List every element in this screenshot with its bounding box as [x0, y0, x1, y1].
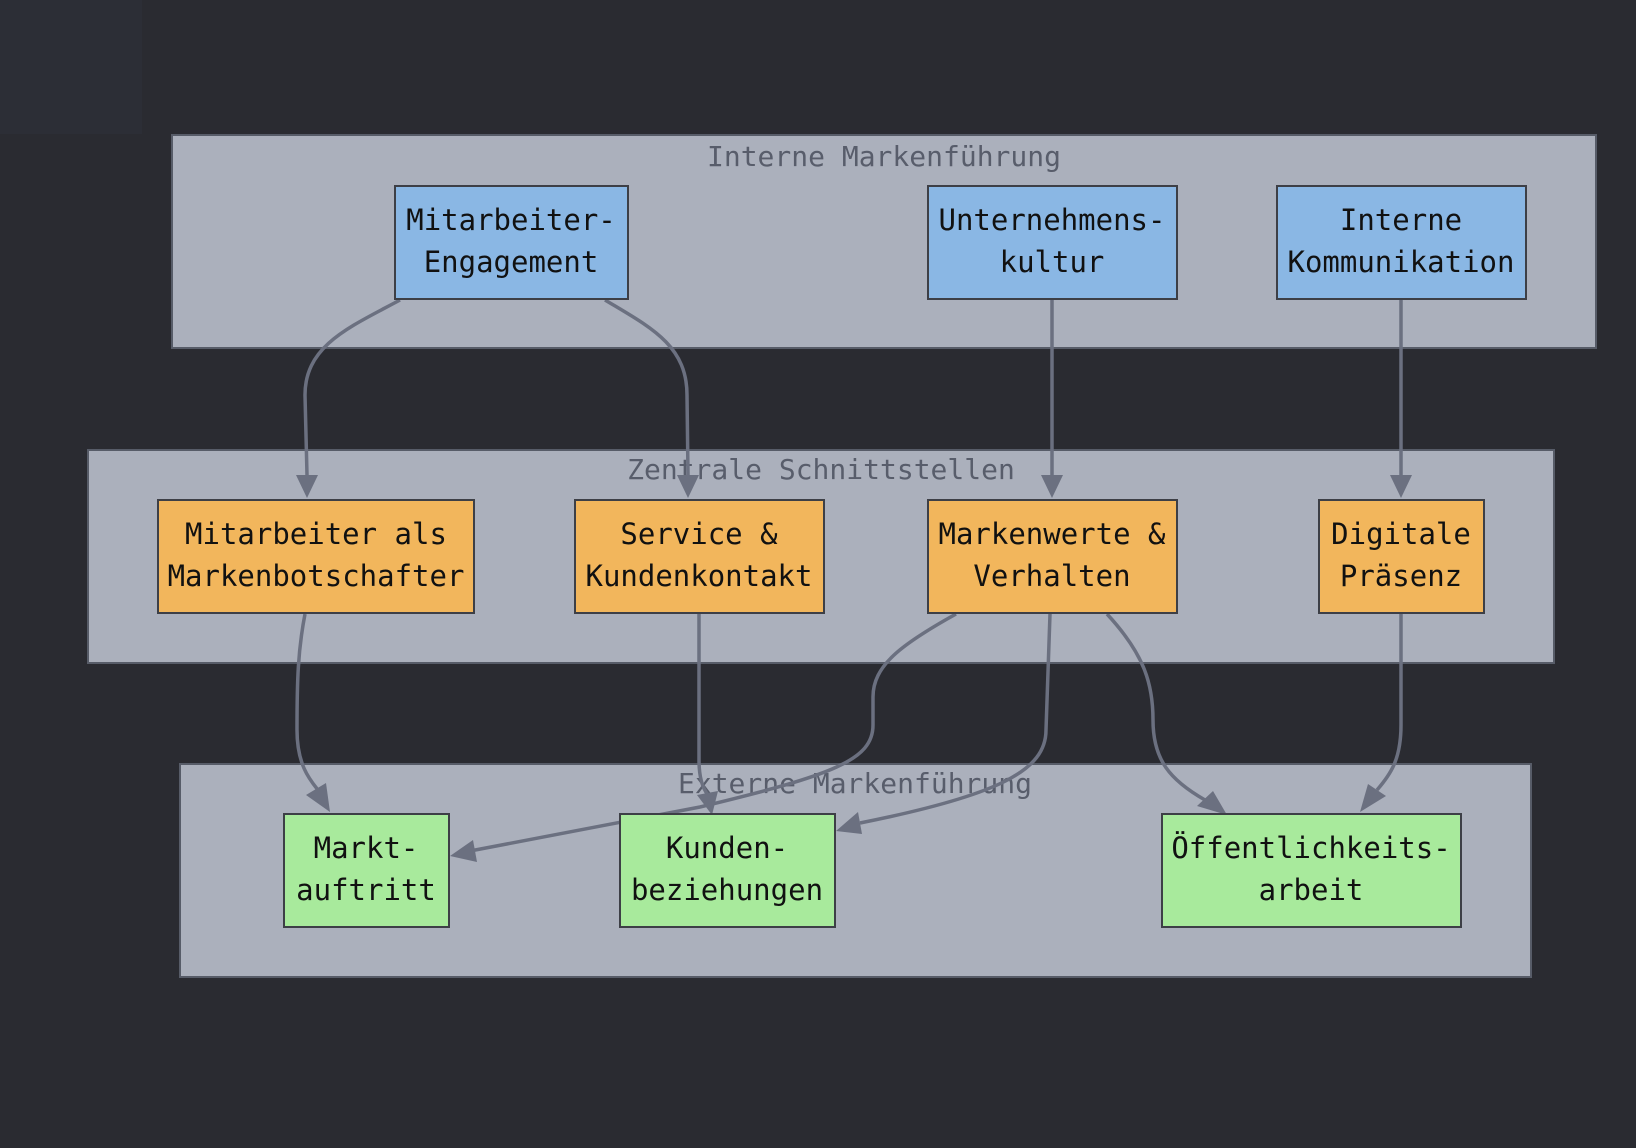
arrowhead-icon	[1197, 791, 1227, 815]
node-box	[157, 499, 475, 614]
node-box	[1318, 499, 1485, 614]
node-box	[619, 813, 836, 928]
edge-line	[1105, 612, 1206, 802]
node-label-line-1: Öffentlichkeits-	[1171, 831, 1450, 865]
node-label-line-1: Markenwerte &	[939, 517, 1167, 551]
node-label-line-2: auftritt	[296, 873, 436, 907]
node-public-relations: Öffentlichkeits- arbeit	[1161, 813, 1462, 928]
arrowhead-icon	[1390, 475, 1412, 498]
group-internal-title: Interne Markenführung	[707, 140, 1061, 173]
edge-engagement-to-ambassadors	[296, 298, 401, 498]
node-box	[394, 185, 629, 300]
edge-line	[1375, 614, 1403, 792]
node-box	[574, 499, 825, 614]
node-label-line-2: Kundenkontakt	[586, 559, 813, 593]
edge-digital-to-pr	[1360, 614, 1403, 812]
node-box	[927, 499, 1178, 614]
edge-ambassadors-to-market	[295, 613, 330, 812]
arrowhead-icon	[296, 475, 318, 498]
node-service-customer-contact: Service & Kundenkontakt	[574, 499, 825, 614]
arrowhead-icon	[677, 475, 699, 498]
node-corporate-culture: Unternehmens- kultur	[927, 185, 1178, 300]
edge-values-to-customer	[836, 613, 1052, 834]
node-digital-presence: Digitale Präsenz	[1318, 499, 1485, 614]
arrowhead-icon	[697, 791, 718, 815]
node-label-line-2: arbeit	[1259, 873, 1364, 907]
node-label-line-2: Kommunikation	[1288, 245, 1515, 279]
node-label-line-1: Mitarbeiter als	[185, 517, 447, 551]
edge-internal-comm-to-digital	[1390, 300, 1412, 498]
node-brand-ambassadors: Mitarbeiter als Markenbotschafter	[157, 499, 475, 614]
node-label-line-2: Verhalten	[973, 559, 1130, 593]
node-internal-communication: Interne Kommunikation	[1276, 185, 1527, 300]
node-box	[1276, 185, 1527, 300]
edge-line	[469, 612, 957, 853]
node-box	[1161, 813, 1462, 928]
node-label-line-2: Engagement	[424, 245, 599, 279]
corner-shade	[0, 0, 142, 134]
arrowhead-icon	[1041, 475, 1063, 498]
node-market-appearance: Markt- auftritt	[283, 813, 450, 928]
node-label-line-1: Mitarbeiter-	[406, 203, 616, 237]
arrowhead-icon	[1360, 784, 1386, 812]
edge-engagement-to-service	[604, 298, 699, 498]
node-label-line-2: kultur	[1000, 245, 1105, 279]
node-box	[283, 813, 450, 928]
edge-service-to-customer	[697, 614, 718, 815]
node-label-line-1: Markt-	[314, 831, 419, 865]
node-label-line-2: beziehungen	[631, 873, 823, 907]
edge-culture-to-values	[1041, 300, 1063, 498]
node-brand-values-behavior: Markenwerte & Verhalten	[927, 499, 1178, 614]
edge-line	[303, 298, 401, 476]
node-label-line-2: Markenbotschafter	[168, 559, 465, 593]
edge-line	[604, 298, 690, 476]
edge-values-to-pr	[1105, 612, 1227, 815]
edge-layer	[295, 298, 1412, 862]
node-employee-engagement: Mitarbeiter- Engagement	[394, 185, 629, 300]
arrowhead-icon	[450, 840, 477, 862]
arrowhead-icon	[836, 812, 862, 834]
node-label-line-2: Präsenz	[1340, 559, 1462, 593]
edge-line	[295, 613, 320, 792]
edge-line	[859, 613, 1052, 825]
node-label-line-1: Service &	[620, 517, 778, 551]
node-label-line-1: Digitale	[1331, 517, 1471, 551]
arrowhead-icon	[306, 783, 330, 812]
node-label-line-1: Kunden-	[666, 831, 788, 865]
node-box	[927, 185, 1178, 300]
node-customer-relations: Kunden- beziehungen	[619, 813, 836, 928]
edge-values-to-market	[450, 612, 957, 862]
group-external-title: Externe Markenführung	[678, 767, 1032, 800]
node-label-line-1: Unternehmens-	[939, 203, 1166, 237]
node-label-line-1: Interne	[1340, 203, 1462, 237]
